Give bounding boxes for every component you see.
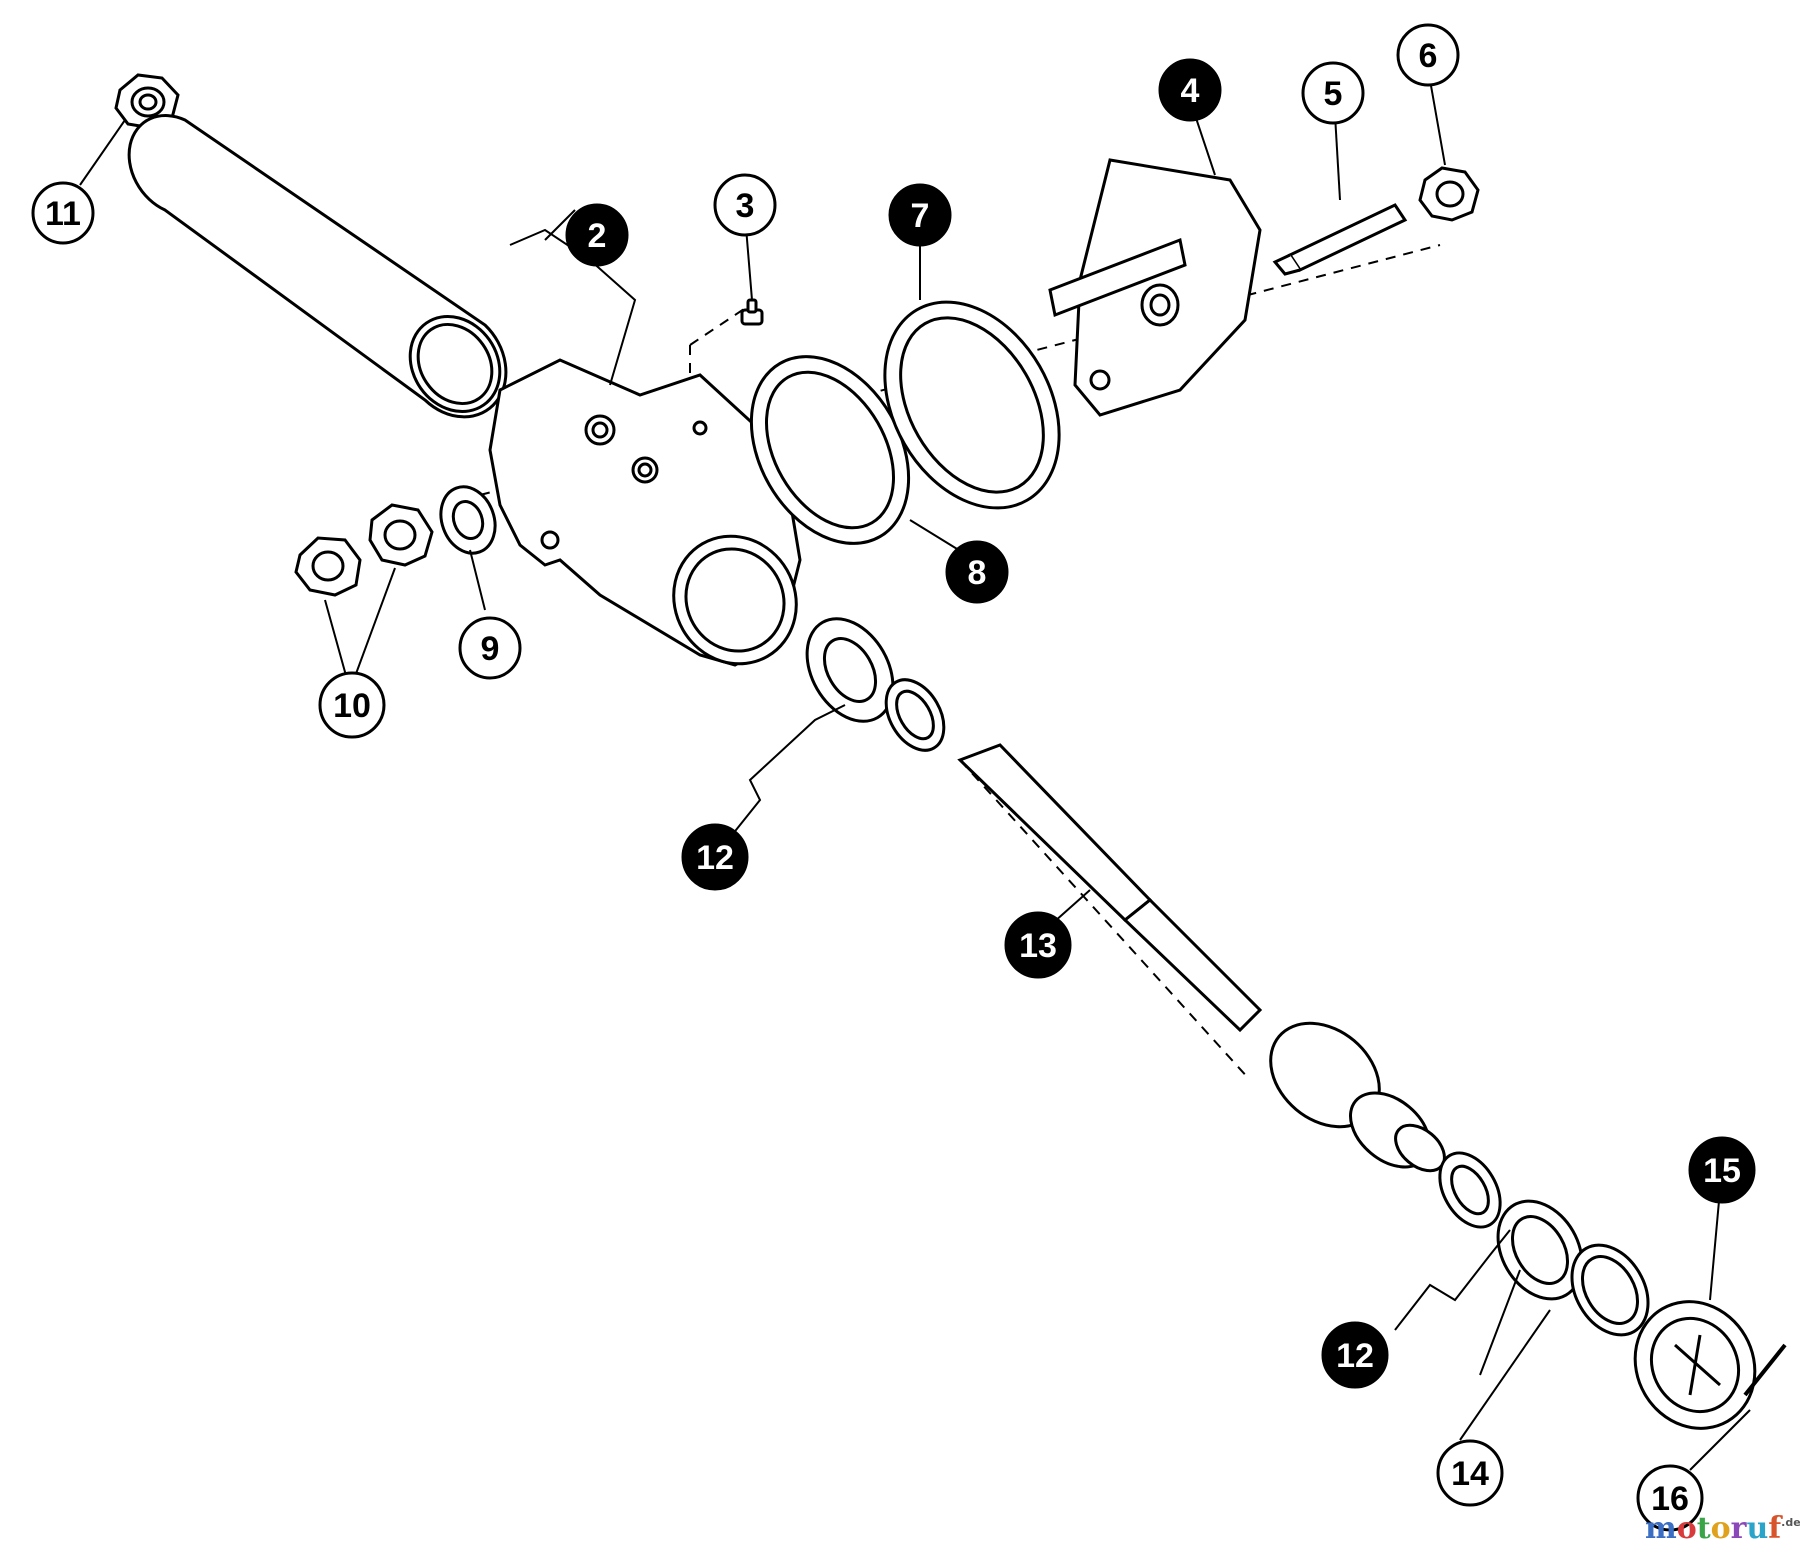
part-9-washer xyxy=(439,485,497,555)
callout-11-label: 11 xyxy=(45,195,81,233)
housing xyxy=(488,358,802,667)
part-12-upper-bearing xyxy=(805,617,946,752)
callout-16: 16 xyxy=(1636,1464,1704,1532)
callout-5-label: 5 xyxy=(1324,75,1343,113)
callout-9-label: 9 xyxy=(481,630,500,668)
callout-7-label: 7 xyxy=(911,197,930,235)
callout-11: 11 xyxy=(31,181,95,245)
callout-12-lower-label: 12 xyxy=(1336,1337,1374,1375)
watermark-letter: m xyxy=(1645,1511,1677,1546)
callout-15: 15 xyxy=(1688,1136,1756,1204)
callout-9: 9 xyxy=(458,616,522,680)
callout-12-upper: 12 xyxy=(681,823,749,891)
watermark-letter: f xyxy=(1768,1511,1783,1546)
callout-2-label: 2 xyxy=(588,217,607,255)
callout-6: 6 xyxy=(1396,23,1460,87)
part-10-jam-nuts xyxy=(294,503,434,597)
part-16-cotter-pin xyxy=(1743,1343,1787,1397)
callout-12-upper-label: 12 xyxy=(696,839,734,877)
watermark-letter: u xyxy=(1746,1511,1768,1546)
part-4-cover-plate xyxy=(1048,158,1262,417)
watermark-letter: o xyxy=(1677,1511,1697,1546)
watermark-letter: o xyxy=(1711,1511,1731,1546)
callout-16-label: 16 xyxy=(1651,1480,1689,1518)
watermark-letter: t xyxy=(1697,1511,1711,1546)
part-5-adjuster-screw xyxy=(1272,203,1408,276)
callout-15-label: 15 xyxy=(1703,1152,1741,1190)
part-12-lower-bearing xyxy=(1438,1151,1584,1301)
part-14-washer xyxy=(1570,1243,1650,1337)
part-7-seal xyxy=(883,300,1061,510)
callout-2: 2 xyxy=(565,203,629,267)
callout-5: 5 xyxy=(1301,61,1365,125)
callout-8-label: 8 xyxy=(968,554,987,592)
part-13-worm-shaft xyxy=(957,743,1446,1173)
callout-14-label: 14 xyxy=(1451,1455,1489,1493)
callout-14: 14 xyxy=(1436,1439,1504,1507)
part-8-gasket xyxy=(749,355,911,545)
callout-12-lower: 12 xyxy=(1321,1321,1389,1389)
callout-7: 7 xyxy=(888,183,952,247)
callout-3-label: 3 xyxy=(736,187,755,225)
callout-4-label: 4 xyxy=(1181,72,1200,110)
tube xyxy=(127,114,508,419)
watermark-letter: r xyxy=(1731,1511,1748,1546)
part-3-grease-fitting xyxy=(740,298,764,326)
callout-3: 3 xyxy=(713,173,777,237)
watermark-text: motoruf.de xyxy=(1645,1511,1800,1546)
watermark-logo: motoruf.de xyxy=(1645,1511,1800,1546)
watermark-suffix: .de xyxy=(1781,1516,1800,1529)
part-6-nut xyxy=(1418,166,1480,222)
callout-10: 10 xyxy=(318,671,386,739)
callout-6-label: 6 xyxy=(1419,37,1438,75)
callout-13-label: 13 xyxy=(1019,927,1057,965)
callout-10-label: 10 xyxy=(333,687,371,725)
callout-13: 13 xyxy=(1004,911,1072,979)
callout-4: 4 xyxy=(1158,58,1222,122)
part-15-adjusting-plug xyxy=(1633,1300,1757,1430)
callout-8: 8 xyxy=(945,540,1009,604)
